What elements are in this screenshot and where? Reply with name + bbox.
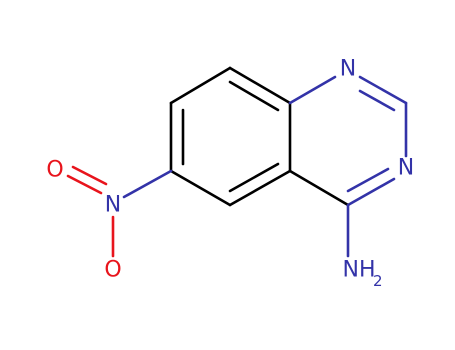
bond-c8a-c8-inner: [228, 80, 280, 112]
atom-nitro-n: N: [105, 193, 121, 218]
bond-c6-c5: [169, 169, 232, 207]
bond-n1-c2-inner: [358, 89, 396, 112]
atom-n1: N: [340, 57, 356, 82]
bond-c5-c4a-inner: [228, 162, 280, 193]
atom-oxygen-upper: O: [46, 158, 63, 183]
bond-c5-c4a: [228, 169, 292, 207]
bond-layer: [66, 66, 408, 258]
bond-n3-c4: [346, 177, 396, 207]
atom-amine-nh: NH: [343, 258, 376, 283]
bond-c6-n-nitro: [122, 169, 173, 199]
atom-oxygen-lower: O: [104, 258, 121, 283]
bond-n-o1-inner: [71, 165, 108, 186]
bond-c4-c4a: [288, 169, 350, 207]
bond-n1-c2: [358, 75, 408, 105]
atom-label-layer: N N N O O NH 2: [46, 57, 414, 291]
atom-amine-subscript: 2: [373, 272, 383, 290]
bond-c8a-n1: [288, 75, 337, 105]
atom-n3: N: [398, 156, 414, 181]
bond-n-o1: [66, 174, 103, 195]
bond-c8-c7: [169, 66, 232, 105]
bond-n3-c4-inner: [346, 167, 390, 193]
bond-c8a-c8: [228, 66, 292, 105]
